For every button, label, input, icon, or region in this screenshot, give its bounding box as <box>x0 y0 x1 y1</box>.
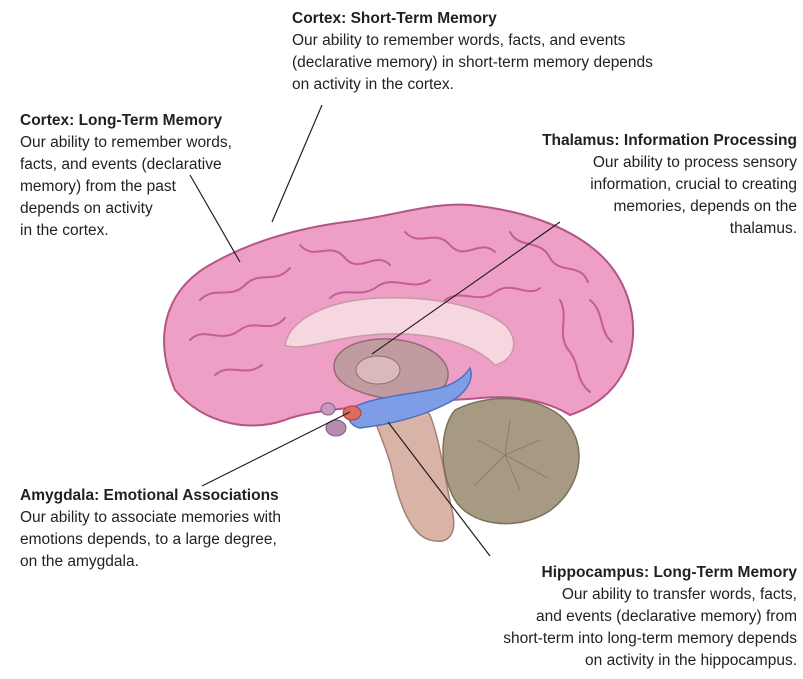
hippocampus-label: Hippocampus: Long-Term Memory Our abilit… <box>417 562 797 672</box>
amygdala-body: Our ability to associate memories with e… <box>20 507 360 573</box>
thalamus-label: Thalamus: Information Processing Our abi… <box>467 130 797 240</box>
cortex-short-term-title: Cortex: Short-Term Memory <box>292 8 762 30</box>
amygdala-title: Amygdala: Emotional Associations <box>20 485 360 507</box>
cortex-short-term-body: Our ability to remember words, facts, an… <box>292 30 762 96</box>
cerebellum <box>443 399 579 524</box>
cortex-long-term-body: Our ability to remember words, facts, an… <box>20 132 310 242</box>
hippocampus-title: Hippocampus: Long-Term Memory <box>417 562 797 584</box>
cortex-long-term-title: Cortex: Long-Term Memory <box>20 110 310 132</box>
hippocampus-body: Our ability to transfer words, facts, an… <box>417 584 797 672</box>
cortex-long-term-label: Cortex: Long-Term Memory Our ability to … <box>20 110 310 242</box>
cortex-short-term-label: Cortex: Short-Term Memory Our ability to… <box>292 8 762 96</box>
olfactory-bulb <box>321 403 335 415</box>
thalamus-core <box>356 356 400 384</box>
amygdala-label: Amygdala: Emotional Associations Our abi… <box>20 485 360 573</box>
thalamus-title: Thalamus: Information Processing <box>467 130 797 152</box>
thalamus-body: Our ability to process sensory informati… <box>467 152 797 240</box>
amygdala-region <box>343 406 361 420</box>
